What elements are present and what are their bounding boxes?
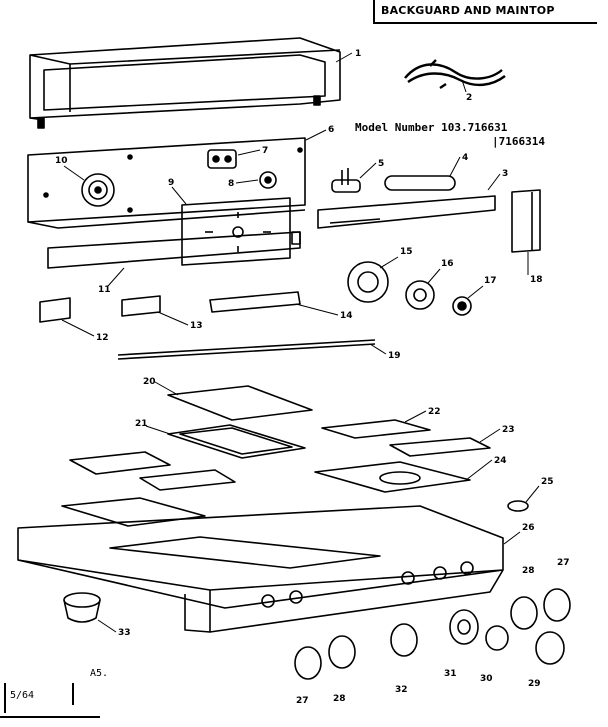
callout-25: 25 [541, 477, 554, 487]
leader-lines [61, 52, 540, 633]
callout-23: 23 [502, 425, 515, 435]
part-lamp-socket [331, 168, 361, 193]
part-trim-rod [117, 339, 376, 360]
callout-18: 18 [530, 275, 543, 285]
part-cup [63, 592, 101, 623]
part-burner-box [314, 461, 471, 493]
callout-12: 12 [96, 333, 109, 343]
callout-16: 16 [441, 259, 454, 269]
callout-33: 33 [118, 628, 131, 638]
part-receptacle [259, 171, 277, 189]
callout-17: 17 [484, 276, 497, 286]
part-burner-box-left [61, 497, 206, 527]
callout-32: 32 [395, 685, 408, 695]
callout-27-left: 27 [296, 696, 309, 706]
callout-4: 4 [462, 153, 468, 163]
callout-24: 24 [494, 456, 507, 466]
part-drip-pan [167, 424, 306, 459]
part-grate-right-front [389, 437, 491, 457]
callout-19: 19 [388, 351, 401, 361]
footer-divider [72, 683, 74, 705]
part-light-shield [317, 195, 496, 229]
callout-9: 9 [168, 178, 174, 188]
part-bracket-left [39, 297, 71, 323]
model-number-line-1: Model Number 103.716631 [355, 121, 508, 134]
part-wire-harness [404, 59, 506, 89]
callout-8: 8 [228, 179, 234, 189]
callout-5: 5 [378, 159, 384, 169]
callout-13: 13 [190, 321, 203, 331]
callout-6: 6 [328, 125, 334, 135]
footer-left-rule [4, 683, 6, 713]
part-end-cap [511, 189, 541, 253]
part-lamp [384, 175, 456, 191]
part-timer-dial [347, 261, 389, 303]
diagram-title: BACKGUARD AND MAINTOP [381, 4, 555, 17]
part-thermostat-dial [405, 280, 435, 310]
part-switch [207, 149, 237, 169]
part-clock-motor [81, 173, 115, 207]
footer-bottom-rule [0, 716, 100, 718]
callout-1: 1 [355, 49, 361, 59]
footer-code: A5. [90, 668, 109, 679]
callout-28-right: 28 [522, 566, 535, 576]
part-grate-left-rear [69, 451, 171, 475]
callout-15: 15 [400, 247, 413, 257]
part-rail [209, 291, 301, 313]
part-bracket-mid [121, 295, 161, 317]
part-grommet [507, 500, 529, 512]
callout-11: 11 [98, 285, 111, 295]
part-trim-strip [47, 231, 301, 269]
model-number-line-2: |7166314 [492, 135, 545, 148]
part-knobs [294, 588, 571, 680]
callout-21: 21 [135, 419, 148, 429]
callout-30: 30 [480, 674, 493, 684]
callout-7: 7 [262, 146, 268, 156]
title-box: BACKGUARD AND MAINTOP [373, 0, 597, 24]
part-backguard-panel [27, 137, 306, 229]
part-cover-plate [167, 385, 313, 421]
callout-2: 2 [466, 93, 472, 103]
part-clock-face [181, 197, 301, 266]
footer-date: 5/64 [10, 690, 35, 701]
part-small-knob [452, 296, 472, 316]
callout-14: 14 [340, 311, 353, 321]
part-main-top [17, 505, 504, 633]
callout-28-left: 28 [333, 694, 346, 704]
part-backguard-shelf [29, 37, 341, 129]
callout-31: 31 [444, 669, 457, 679]
callout-27-right: 27 [557, 558, 570, 568]
callout-29: 29 [528, 679, 541, 689]
callout-10: 10 [55, 156, 68, 166]
callout-26: 26 [522, 523, 535, 533]
callout-3: 3 [502, 169, 508, 179]
callout-22: 22 [428, 407, 441, 417]
callout-20: 20 [143, 377, 156, 387]
part-grate-right-rear [321, 419, 431, 439]
part-grate-left-front [139, 469, 236, 491]
